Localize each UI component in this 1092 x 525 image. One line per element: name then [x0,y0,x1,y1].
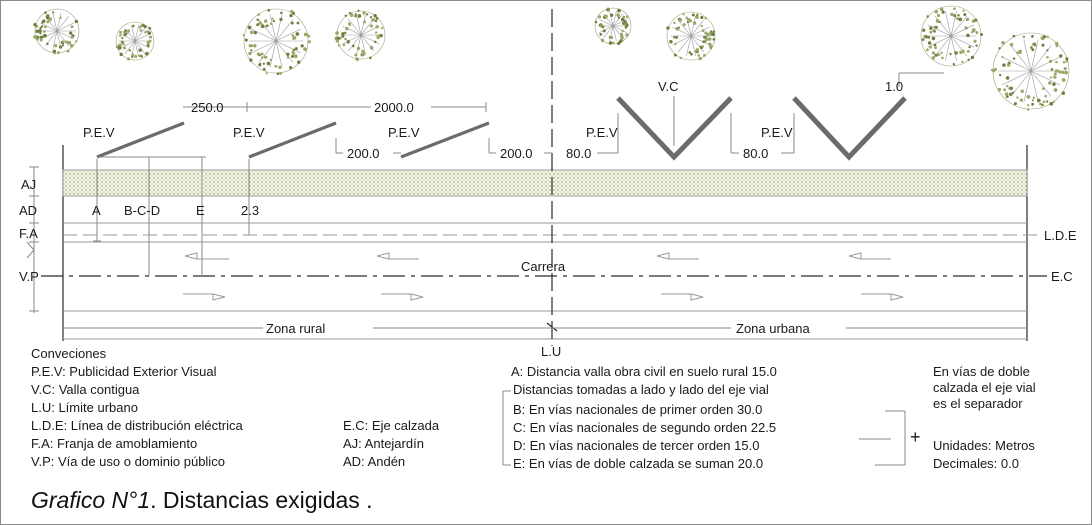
tree-icon [594,7,632,46]
figure-caption: Grafico N°1. Distancias exigidas . [31,487,373,514]
dim-200-a: 200.0 [347,146,380,161]
tree-icon [920,5,984,67]
distance-header: Distancias tomadas a lado y lado del eje… [513,382,769,397]
pev-label-1: P.E.V [83,125,115,140]
ad-label: AD [19,203,37,218]
lu-tick [546,322,558,332]
trees [33,5,1070,111]
pev-label-5: P.E.V [761,125,793,140]
note-double-line1: En vías de doble [933,364,1030,379]
tree-icon [666,11,716,61]
distance-c: C: En vías nacionales de segundo orden 2… [513,420,777,435]
tree-icon [242,8,311,76]
convention-item: F.A: Franja de amoblamiento [31,436,198,451]
dim-250: 250.0 [191,100,224,115]
convention-item: P.E.V: Publicidad Exterior Visual [31,364,217,379]
distance-d: D: En vías nacionales de tercer orden 15… [513,438,760,453]
carrera-label: Carrera [521,259,566,274]
tree-icon [115,21,155,61]
caption-text: . Distancias exigidas . [150,487,373,513]
dist-bcd-label: B-C-D [124,203,160,218]
conventions-title: Conveciones [31,346,107,361]
dist-a-label: A [92,203,101,218]
dim-1-0: 1.0 [885,79,903,94]
distance-a: A: Distancia valla obra civil en suelo r… [511,364,777,379]
dim-80-b: 80.0 [743,146,768,161]
note-double-line2: calzada el eje vial [933,380,1036,395]
traffic-arrows [183,252,904,301]
pev-label-2: P.E.V [233,125,265,140]
tree-icon [334,9,386,61]
tree-icon [990,32,1070,111]
fa-label: F.A [19,226,38,241]
pev-label-4: P.E.V [586,125,618,140]
convention-item: L.D.E: Línea de distribución eléctrica [31,418,243,433]
vc-panel-1 [616,96,733,161]
convention-extra: AJ: Antejardín [343,436,424,451]
convention-item: V.C: Valla contigua [31,382,140,397]
lu-label: L.U [541,344,561,359]
lde-label: L.D.E [1044,228,1077,243]
dimension-lines [93,72,944,276]
distance-brackets [502,390,906,466]
dim-2-3: 2.3 [241,203,259,218]
ec-label: E.C [1051,269,1073,284]
pev-panel-1 [96,121,185,159]
distance-e: E: En vías de doble calzada se suman 20.… [513,456,764,471]
aj-label: AJ [21,177,36,192]
antejardin-strip [62,169,1028,197]
dist-e-label: E [196,203,205,218]
zona-urbana-label: Zona urbana [736,321,810,336]
convention-extra: AD: Andén [343,454,406,469]
distance-b: B: En vías nacionales de primer orden 30… [513,402,763,417]
note-double-line3: es el separador [933,396,1023,411]
convention-extra: E.C: Eje calzada [343,418,440,433]
tree-icon [33,8,80,55]
pev-label-3: P.E.V [388,125,420,140]
plus-sign: + [910,427,921,447]
dim-200-b: 200.0 [500,146,533,161]
units-note: Unidades: Metros [933,438,1035,453]
vp-label: V.P [19,269,39,284]
dim-2000: 2000.0 [374,100,414,115]
convention-item: L.U: Límite urbano [31,400,138,415]
break-symbol [26,241,35,259]
convention-item: V.P: Vía de uso o dominio público [31,454,225,469]
vc-label: V.C [658,79,678,94]
pev-panel-3 [400,121,490,159]
caption-number: Grafico N°1 [31,487,151,513]
pev-panel-2 [248,121,337,159]
zona-rural-label: Zona rural [266,321,325,336]
dim-80-a: 80.0 [566,146,591,161]
decimals-note: Decimales: 0.0 [933,456,1019,471]
vc-panel-2 [792,96,907,161]
